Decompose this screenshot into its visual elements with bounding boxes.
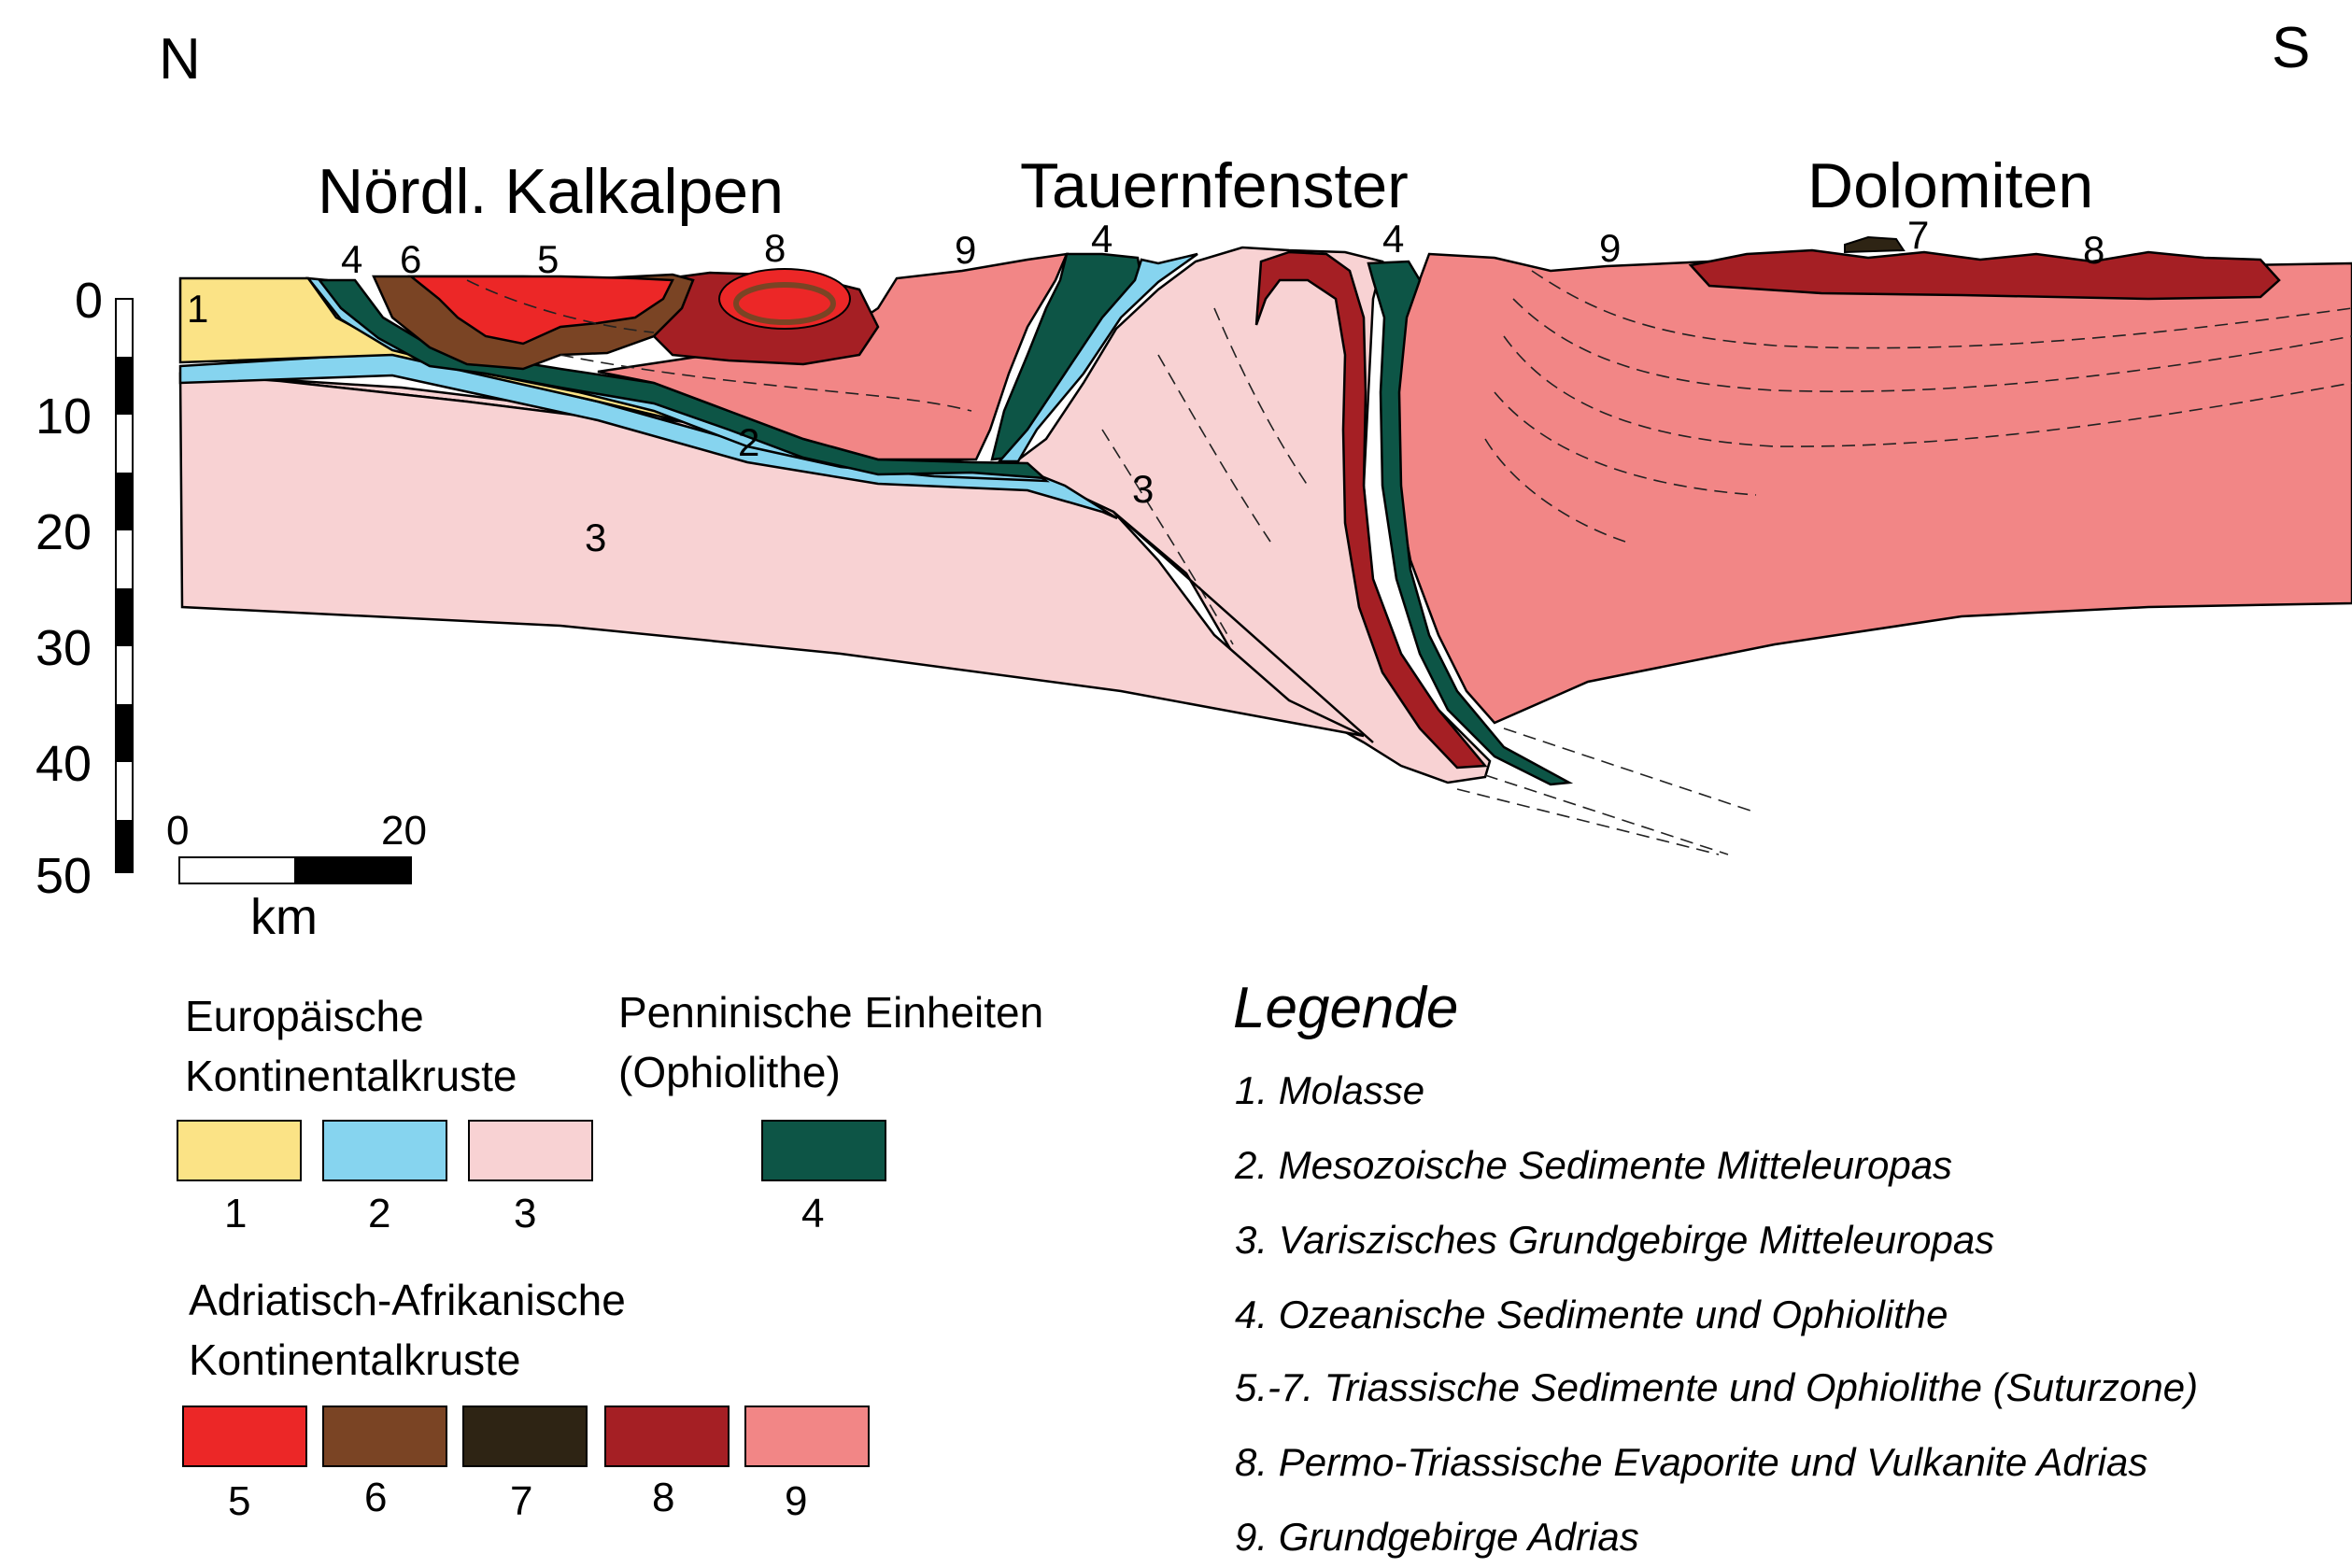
swatch-9 [745, 1406, 869, 1466]
legend-title: Legende [1233, 976, 1458, 1040]
swatch-number-6: 6 [364, 1475, 387, 1520]
section-label-4a: 4 [341, 237, 362, 281]
north-label: N [159, 27, 201, 92]
south-label: S [2272, 16, 2310, 80]
depth-tick-10: 10 [35, 388, 92, 445]
group-european-line2: Kontinentalkruste [185, 1052, 517, 1100]
legend-item-3: 3. Variszisches Grundgebirge Mitteleurop… [1235, 1218, 1994, 1262]
group-european-line1: Europäische [185, 992, 424, 1040]
swatch-number-8: 8 [652, 1475, 674, 1520]
length-scale-end: 20 [381, 808, 427, 854]
region-dolomiten: Dolomiten [1807, 150, 2093, 221]
depth-tick-0: 0 [75, 273, 103, 329]
length-scale-start: 0 [166, 808, 189, 854]
depth-tick-50: 50 [35, 848, 92, 904]
group-adriatic-line2: Kontinentalkruste [189, 1335, 520, 1384]
depth-scale: 0 10 20 30 40 50 [35, 273, 133, 904]
swatch-number-2: 2 [368, 1191, 390, 1236]
swatch-number-5: 5 [228, 1478, 250, 1524]
swatch-7 [463, 1406, 587, 1466]
swatch-number-4: 4 [801, 1191, 824, 1236]
depth-tick-20: 20 [35, 504, 92, 560]
swatch-4 [762, 1121, 886, 1180]
legend-item-7: 9. Grundgebirge Adrias [1235, 1515, 1639, 1559]
section-label-9a: 9 [955, 228, 976, 272]
unit-9-south-block [1396, 254, 2352, 723]
swatch-number-1: 1 [224, 1191, 247, 1236]
legend-item-6: 8. Permo-Triassische Evaporite und Vulka… [1235, 1440, 2147, 1484]
section-label-1: 1 [187, 287, 208, 331]
swatch-5 [183, 1406, 306, 1466]
group-pennine-line1: Penninische Einheiten [618, 988, 1043, 1037]
swatch-number-3: 3 [514, 1191, 536, 1236]
section-label-3a: 3 [585, 516, 606, 559]
length-scale-unit: km [250, 889, 318, 945]
depth-tick-40: 40 [35, 736, 92, 792]
section-label-6: 6 [400, 237, 421, 281]
region-kalkalpen: Nördl. Kalkalpen [318, 156, 784, 227]
section-label-9b: 9 [1599, 226, 1621, 270]
swatch-8 [605, 1406, 729, 1466]
swatch-2 [323, 1121, 446, 1180]
legend-item-4: 4. Ozeanische Sedimente und Ophiolithe [1235, 1293, 1948, 1336]
legend-item-1: 1. Molasse [1235, 1068, 1424, 1112]
swatch-number-7: 7 [510, 1478, 532, 1524]
group-adriatic-line1: Adriatisch-Afrikanische [189, 1276, 626, 1324]
section-label-8a: 8 [764, 226, 786, 270]
section-label-8b: 8 [2083, 228, 2104, 272]
swatch-3 [469, 1121, 592, 1180]
swatch-6 [323, 1406, 446, 1466]
group-pennine-line2: (Ophiolithe) [618, 1048, 841, 1096]
text-legend: Legende 1. Molasse 2. Mesozoische Sedime… [1233, 976, 2198, 1559]
cross-section [180, 237, 2352, 855]
swatch-1 [177, 1121, 301, 1180]
legend-item-5: 5.-7. Triassische Sedimente und Ophiolit… [1235, 1365, 2198, 1409]
region-tauernfenster: Tauernfenster [1020, 150, 1409, 221]
unit-7-dolomiten [1845, 237, 1904, 252]
section-label-7: 7 [1907, 213, 1929, 257]
depth-tick-30: 30 [35, 620, 92, 676]
section-label-3b: 3 [1132, 467, 1154, 511]
swatch-number-9: 9 [785, 1478, 807, 1524]
section-label-4b: 4 [1091, 217, 1112, 261]
length-scale: 0 20 km [166, 808, 427, 945]
unit-8-dolomiten [1691, 250, 2279, 299]
legend-item-2: 2. Mesozoische Sedimente Mitteleuropas [1234, 1143, 1952, 1187]
section-label-5: 5 [537, 237, 559, 281]
section-label-2: 2 [738, 420, 759, 464]
swatch-legend: Europäische Kontinentalkruste Penninisch… [177, 988, 1043, 1524]
section-label-4c: 4 [1382, 217, 1404, 261]
